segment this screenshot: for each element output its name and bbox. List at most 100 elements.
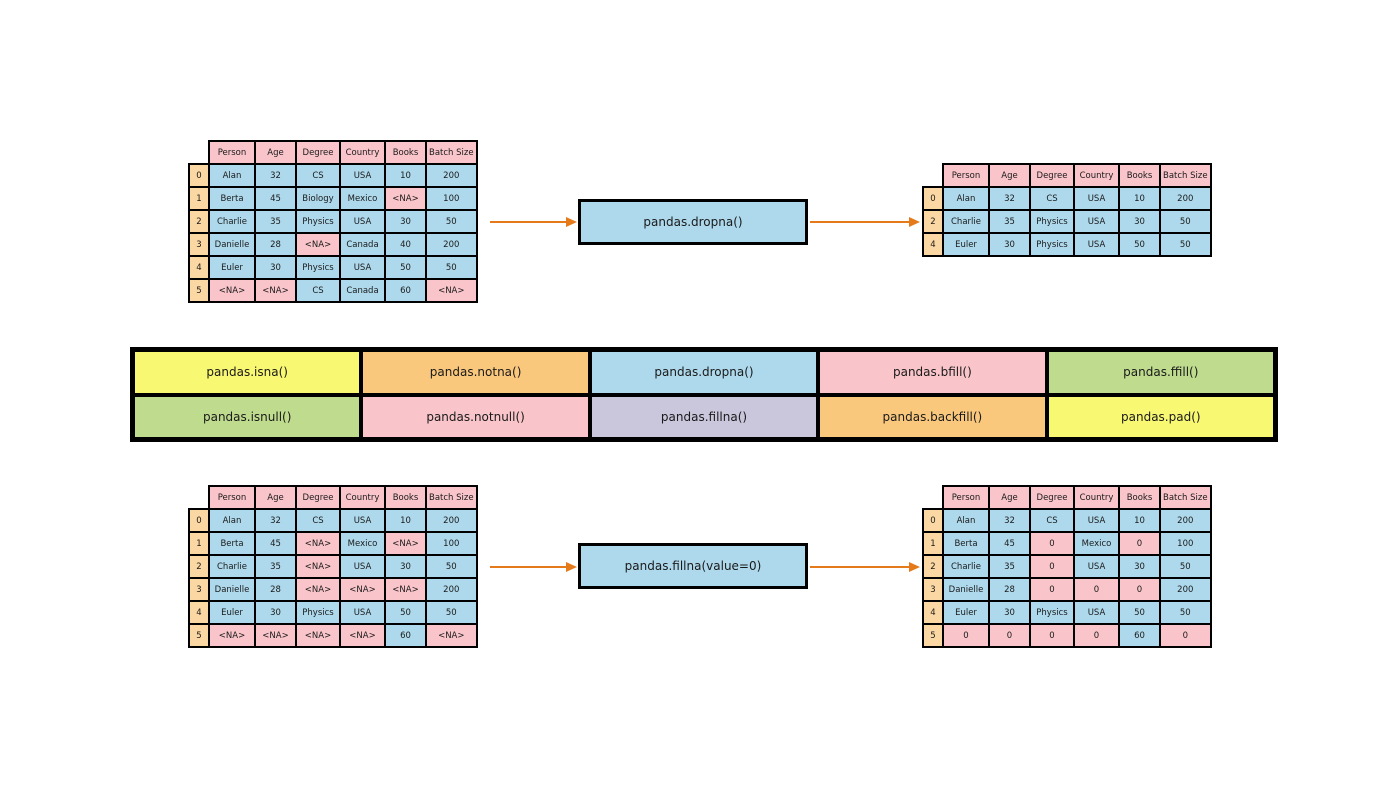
data-cell: Alan [942, 508, 990, 533]
data-cell: 50 [1159, 209, 1212, 234]
index-cell: 0 [188, 163, 210, 188]
column-header: Country [1073, 163, 1120, 188]
table-row: 5<NA><NA><NA><NA>60<NA> [188, 623, 478, 648]
function-label: pandas.fillna() [660, 409, 748, 424]
data-cell: Berta [208, 531, 256, 556]
index-cell: 4 [188, 600, 210, 625]
data-cell: 60 [1118, 623, 1161, 648]
function-label: pandas.notna() [429, 365, 522, 380]
data-cell: 30 [254, 255, 297, 280]
column-header: Books [384, 485, 427, 510]
data-cell: Euler [942, 232, 990, 257]
index-cell: 2 [188, 554, 210, 579]
data-cell: 28 [254, 577, 297, 602]
data-cell: 32 [254, 163, 297, 188]
data-cell: Euler [208, 255, 256, 280]
column-header: Degree [295, 485, 341, 510]
data-cell: Euler [208, 600, 256, 625]
column-header: Age [988, 485, 1031, 510]
data-cell-missing: 0 [1118, 577, 1161, 602]
data-cell: Danielle [942, 577, 990, 602]
data-cell: 45 [254, 186, 297, 211]
data-cell: USA [339, 163, 386, 188]
data-cell: 30 [1118, 554, 1161, 579]
data-cell: Charlie [942, 554, 990, 579]
data-cell: 200 [425, 232, 478, 257]
data-cell-missing: 0 [1118, 531, 1161, 556]
data-cell: Charlie [942, 209, 990, 234]
data-cell: CS [295, 278, 341, 303]
data-cell-missing: 0 [1073, 577, 1120, 602]
function-label: pandas.bfill() [892, 365, 972, 380]
data-cell-missing: <NA> [254, 278, 297, 303]
data-cell: 50 [1159, 600, 1212, 625]
data-cell: 35 [988, 554, 1031, 579]
function-box: pandas.bfill() [818, 350, 1047, 395]
index-cell: 0 [922, 186, 944, 211]
data-cell: Physics [1029, 600, 1075, 625]
data-cell-missing: <NA> [295, 577, 341, 602]
index-cell: 5 [188, 623, 210, 648]
data-cell: 200 [1159, 508, 1212, 533]
data-cell-missing: <NA> [384, 186, 427, 211]
data-cell: 30 [384, 209, 427, 234]
column-header: Person [942, 163, 990, 188]
function-label: pandas.notnull() [426, 409, 525, 424]
data-cell-missing: <NA> [295, 623, 341, 648]
arrow-top-input-to-dropna [490, 217, 577, 227]
index-cell: 3 [188, 577, 210, 602]
data-cell-missing: <NA> [295, 554, 341, 579]
arrow-fillna-to-bottom-output [810, 562, 920, 572]
function-box: pandas.ffill() [1046, 350, 1275, 395]
column-header: Batch Size [1159, 163, 1212, 188]
column-header: Country [339, 140, 386, 165]
data-cell: USA [339, 600, 386, 625]
column-header: Age [254, 140, 297, 165]
data-cell: 30 [254, 600, 297, 625]
data-cell: 45 [988, 531, 1031, 556]
index-cell: 4 [922, 232, 944, 257]
function-label: pandas.ffill() [1123, 365, 1199, 380]
data-cell: USA [1073, 554, 1120, 579]
data-cell: USA [1073, 508, 1120, 533]
data-cell-missing: <NA> [384, 577, 427, 602]
data-cell: Canada [339, 278, 386, 303]
column-header: Batch Size [1159, 485, 1212, 510]
column-header: Books [1118, 485, 1161, 510]
function-label: pandas.pad() [1121, 409, 1201, 424]
data-cell: 50 [384, 600, 427, 625]
function-label: pandas.isnull() [202, 409, 292, 424]
index-cell: 0 [922, 508, 944, 533]
data-cell: 30 [1118, 209, 1161, 234]
data-cell: 50 [425, 554, 478, 579]
data-cell: 28 [988, 577, 1031, 602]
function-label: pandas.isna() [206, 365, 288, 380]
function-box: pandas.pad() [1046, 394, 1275, 439]
index-cell: 4 [922, 600, 944, 625]
column-header: Degree [1029, 163, 1075, 188]
data-cell-missing: 0 [942, 623, 990, 648]
data-cell: 50 [425, 209, 478, 234]
data-cell-missing: <NA> [208, 623, 256, 648]
data-cell: USA [1073, 209, 1120, 234]
corner-cell [189, 486, 209, 509]
data-cell-missing: 0 [1029, 531, 1075, 556]
data-cell: Berta [942, 531, 990, 556]
data-cell-missing: <NA> [425, 278, 478, 303]
data-cell: USA [339, 255, 386, 280]
dropna-operation-label: pandas.dropna() [643, 215, 743, 229]
